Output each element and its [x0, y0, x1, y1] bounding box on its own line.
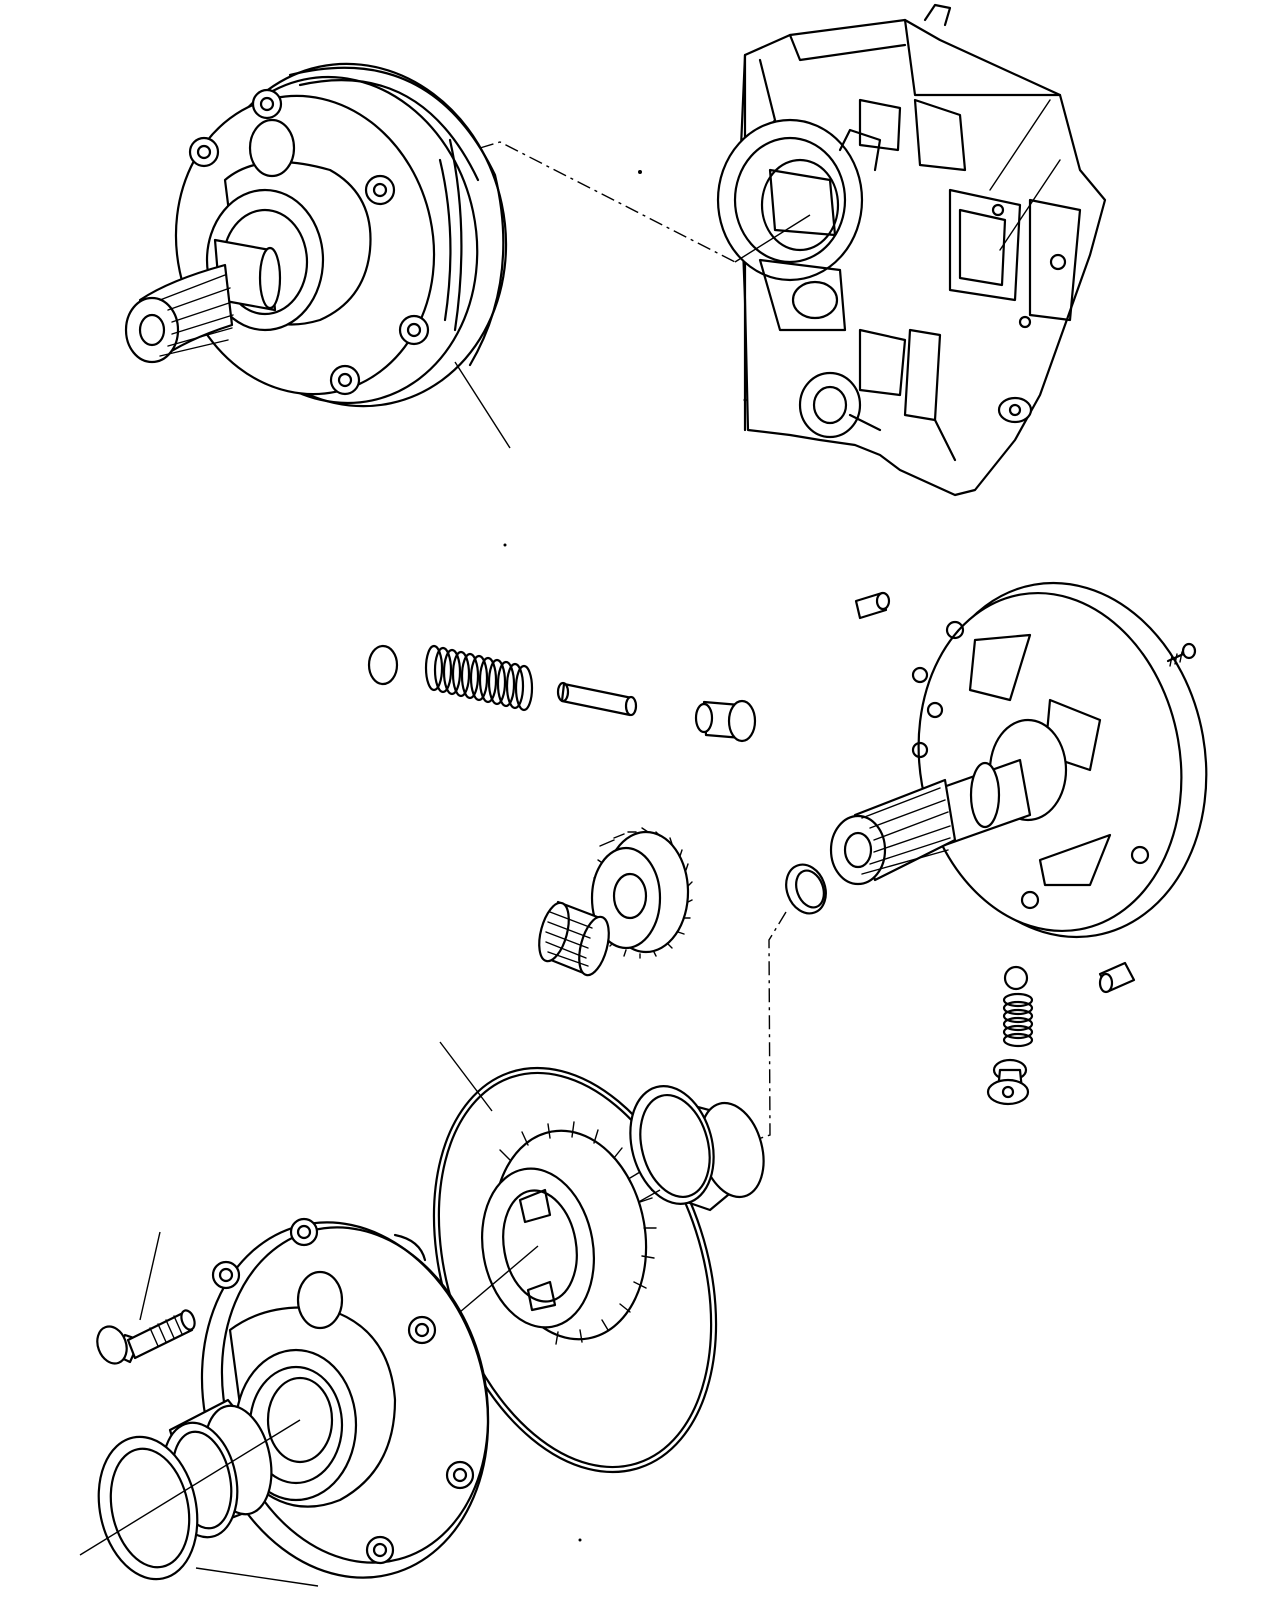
- coil-spring-icon: [1002, 992, 1034, 1048]
- flanged-shaft-icon: [829, 581, 1208, 939]
- gearbox-housing-icon: [716, 3, 1107, 497]
- cover-icon: [200, 1217, 490, 1579]
- gear-icon: [590, 827, 693, 959]
- plug-icon: [986, 1058, 1030, 1106]
- coil-spring-icon: [424, 644, 534, 712]
- ball-icon: [367, 644, 399, 686]
- scan-specks: [503, 170, 747, 1542]
- leader-housing: [734, 214, 811, 263]
- ring-icon: [785, 863, 827, 915]
- pin-icon: [854, 591, 891, 620]
- screw-icon: [1166, 642, 1197, 667]
- axis-line-lower: [79, 1419, 301, 1556]
- plug-icon: [694, 699, 757, 743]
- bearing-icon: [538, 900, 610, 977]
- alignment-line-upper: [479, 141, 736, 263]
- pin-icon: [1098, 961, 1136, 994]
- ring-gear-icon: [459, 1121, 657, 1345]
- pin-icon: [556, 681, 638, 717]
- bolt-icon: [96, 1231, 196, 1365]
- seal-icon: [97, 1435, 319, 1587]
- alignment-line-lower: [739, 911, 787, 1146]
- bushing-icon: [609, 1085, 765, 1219]
- assembled-pump-icon: [124, 62, 511, 449]
- ball-icon: [1003, 965, 1029, 991]
